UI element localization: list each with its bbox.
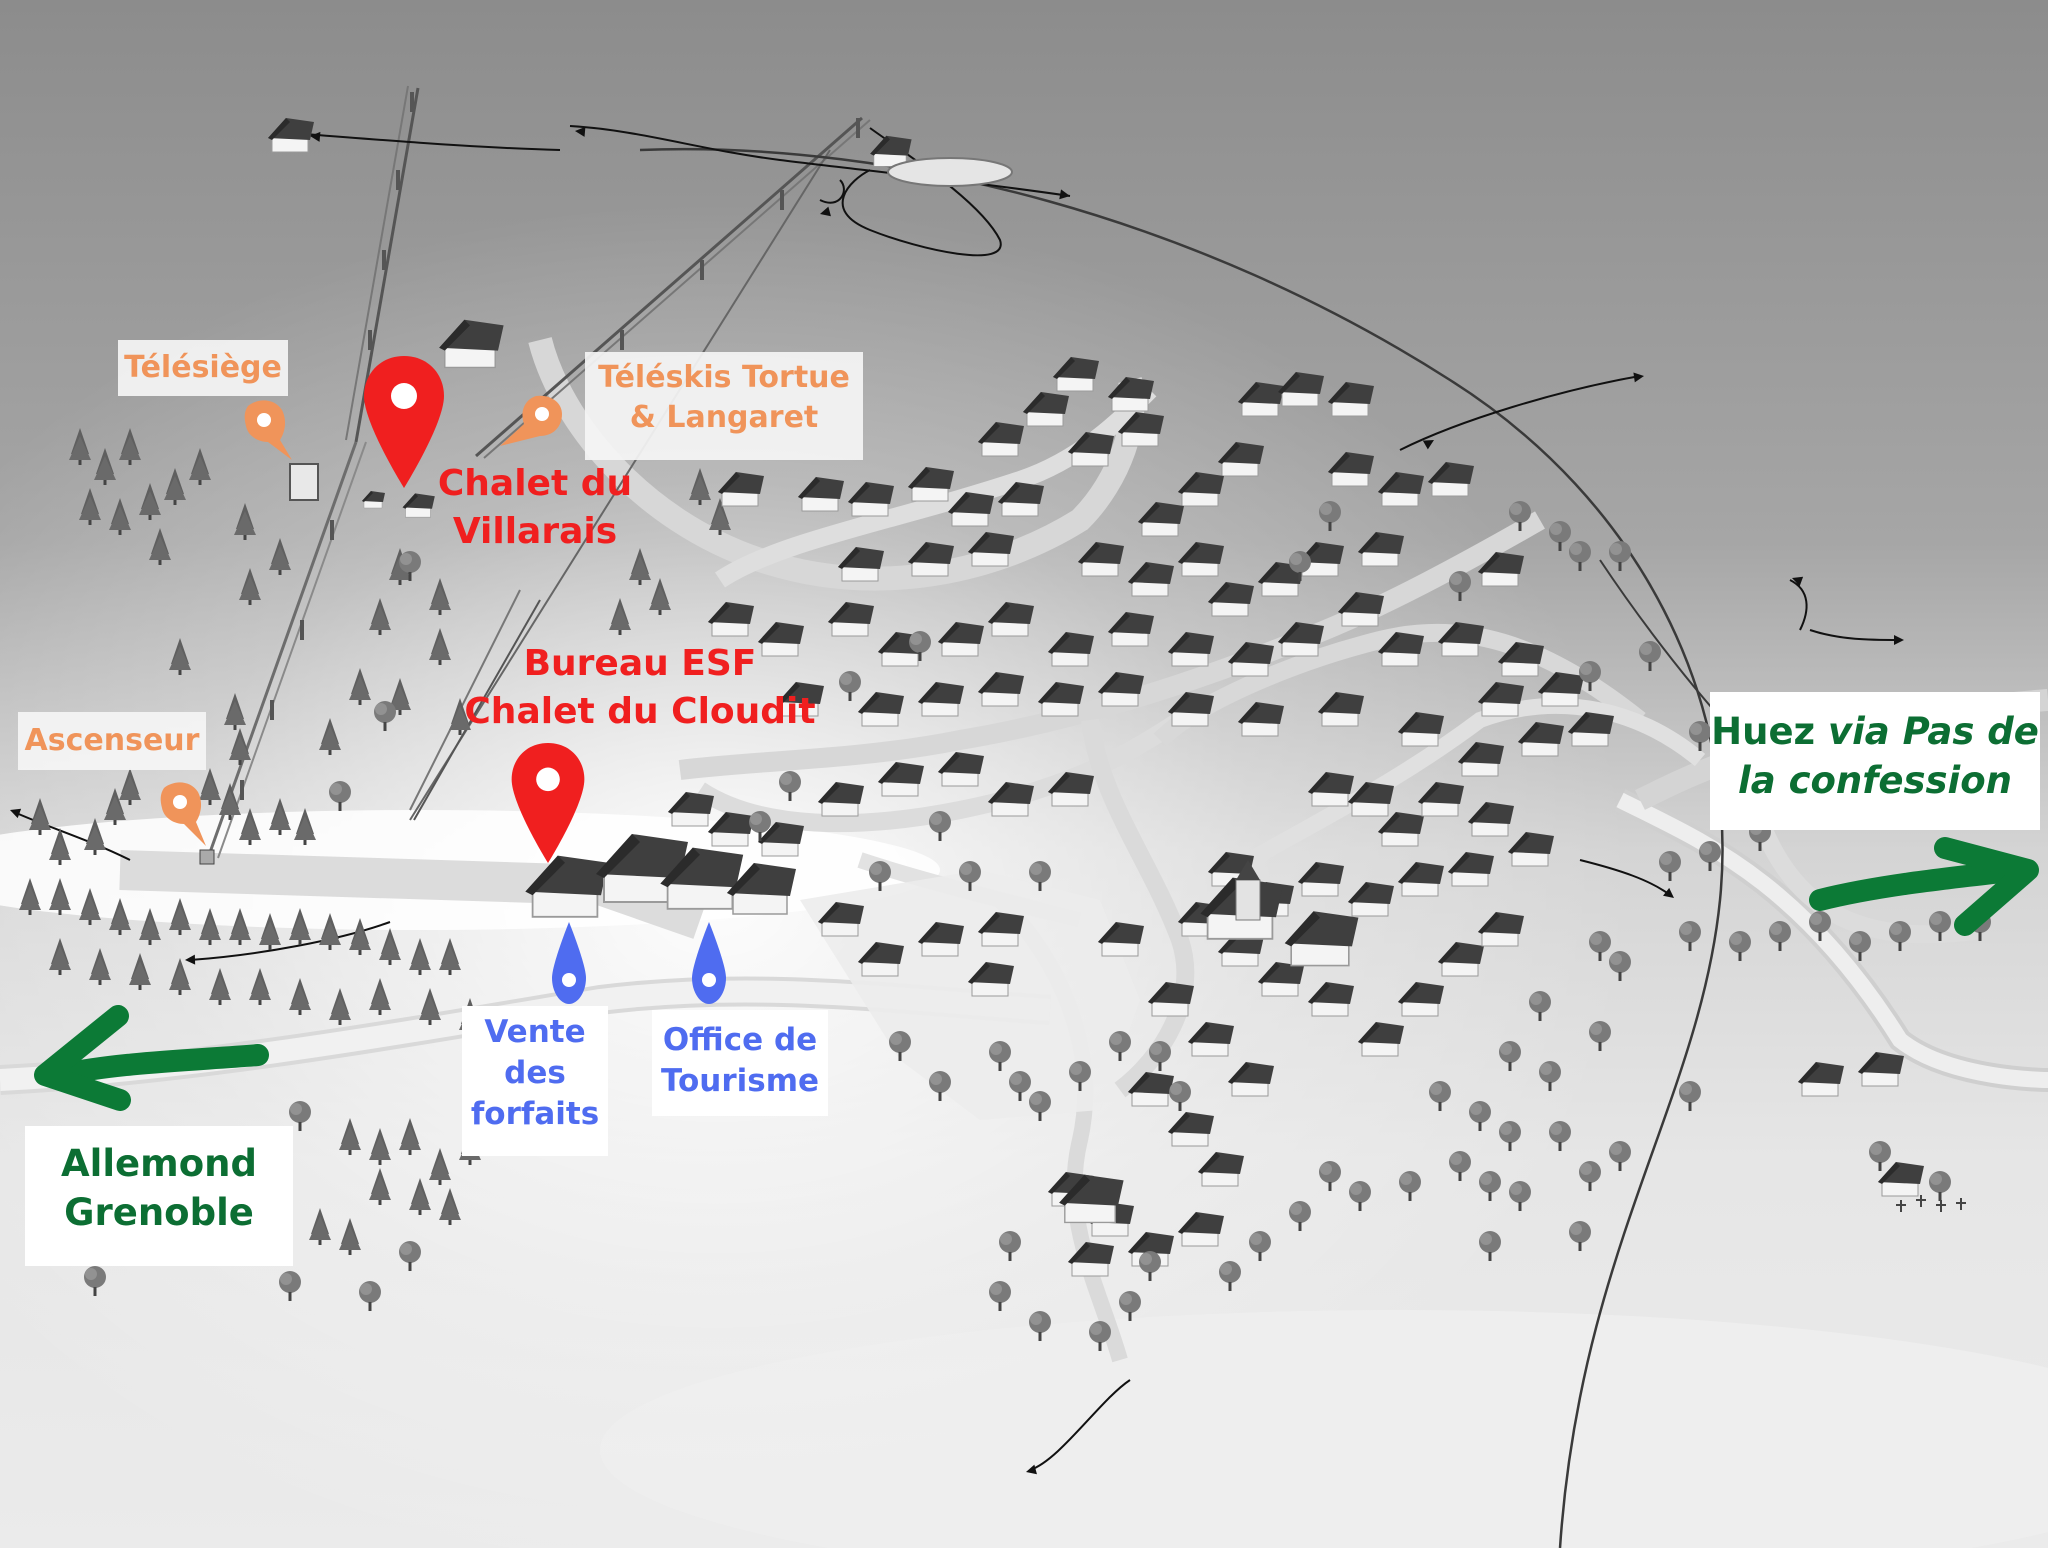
telesiege-label: Télésiège [118,340,288,396]
office-line-1: Office de [662,1022,818,1058]
teleskis-line-1: Téléskis Tortue [598,360,850,395]
ascenseur-label: Ascenseur [18,712,206,770]
huez-line-1: Huez via Pas de [1710,708,2040,757]
huez-plain: Huez [1711,710,1828,753]
green-arrow-right [1809,837,2039,936]
bureau-esf-label: Bureau ESF Chalet du Cloudit [450,640,830,735]
huez-label: Huez via Pas de la confession [1710,692,2040,830]
vente-line-1: Vente [484,1014,586,1050]
bureau-esf-line-1: Bureau ESF [523,643,757,684]
teleskis-line-2: & Langaret [629,399,819,435]
ascenseur-text: Ascenseur [24,723,200,758]
allemond-grenoble-label: Allemond Grenoble [25,1126,293,1266]
office-line-2: Tourisme [660,1062,820,1099]
vente-line-2: des [504,1054,566,1091]
allemond-line-2: Grenoble [64,1190,254,1234]
vente-forfaits-label: Vente des forfaits [462,1006,608,1156]
chalet-villarais-line-1: Chalet du [437,463,633,504]
vente-line-3: forfaits [470,1095,600,1132]
ascenseur-marker[interactable] [156,780,212,850]
vente-forfaits-marker[interactable] [548,920,590,1006]
green-arrow-left [34,1005,269,1111]
chalet-villarais-label: Chalet du Villarais [430,460,640,555]
teleskis-label: Téléskis Tortue & Langaret [585,352,863,460]
bureau-esf-line-2: Chalet du Cloudit [464,690,816,732]
huez-italic-1: via Pas de [1827,710,2039,753]
huez-italic-2: la confession [1738,758,2012,802]
telesiege-text: Télésiège [124,350,282,385]
bureau-esf-marker[interactable] [508,736,588,870]
teleskis-marker[interactable] [496,392,568,450]
telesiege-marker[interactable] [240,398,296,464]
huez-line-2: la confession [1710,757,2040,806]
office-tourisme-marker[interactable] [688,920,730,1006]
chalet-villarais-marker[interactable] [360,352,448,492]
office-tourisme-label: Office de Tourisme [652,1010,828,1116]
chalet-villarais-line-2: Villarais [452,510,618,552]
allemond-line-1: Allemond [61,1142,257,1185]
